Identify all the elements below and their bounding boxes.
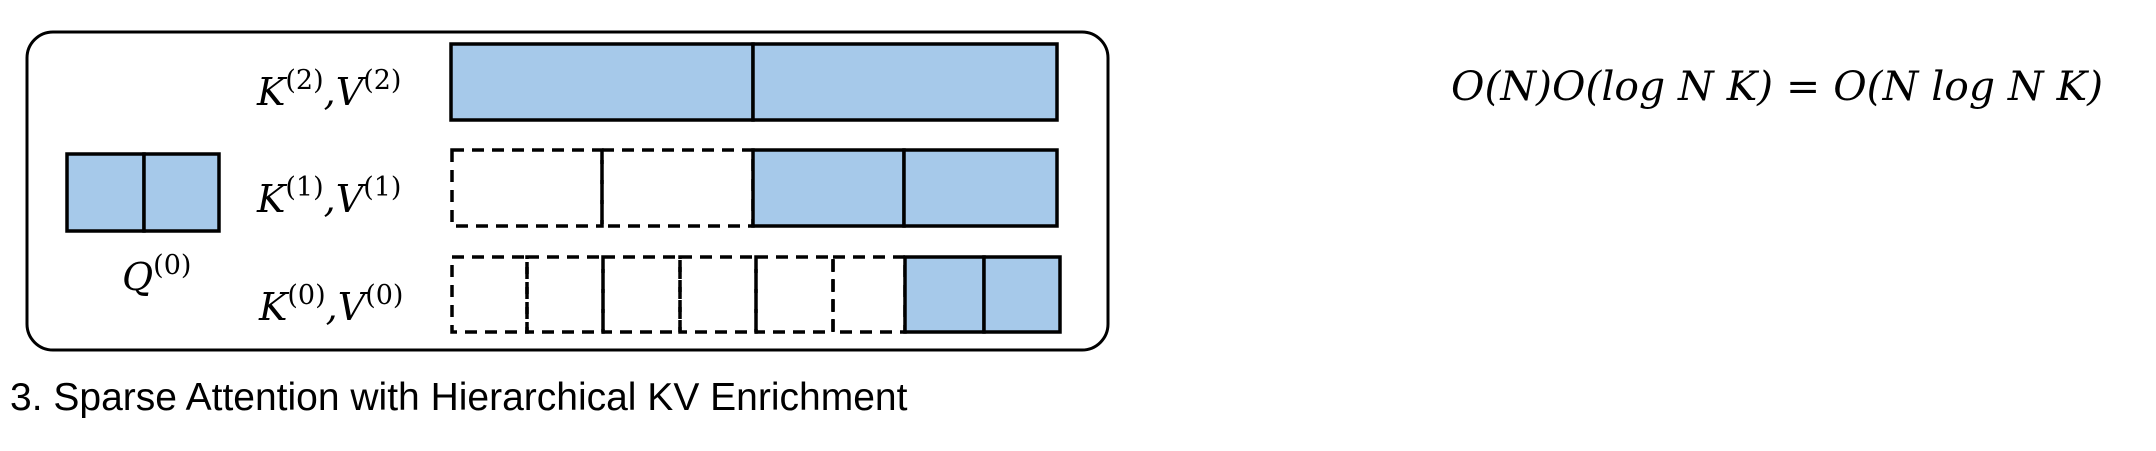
kv-level-0-label: K(0),V(0)	[258, 280, 403, 329]
caption: 3. Sparse Attention with Hierarchical KV…	[10, 376, 908, 419]
query-label: Q(0)	[122, 250, 191, 299]
kv-empty-block	[678, 255, 758, 334]
kv-filled-block	[902, 148, 1059, 228]
kv-empty-block	[600, 148, 755, 228]
kv-level-0	[450, 255, 1062, 334]
query-cell	[142, 152, 221, 233]
kv-level-2-label: K(2),V(2)	[256, 65, 401, 114]
kv-filled-block	[449, 42, 755, 122]
kv-filled-block	[751, 42, 1059, 122]
query-block	[65, 152, 221, 233]
kv-empty-block	[450, 255, 529, 334]
kv-empty-block	[525, 255, 605, 334]
kv-filled-block	[903, 255, 986, 334]
kv-filled-block	[982, 255, 1062, 334]
kv-level-1-label: K(1),V(1)	[256, 172, 401, 221]
kv-level-2	[449, 42, 1059, 122]
kv-filled-block	[751, 148, 906, 228]
complexity-formula: O(N)O(log N K) = O(N log N K)	[1451, 64, 2103, 110]
query-cell	[65, 152, 146, 233]
kv-empty-block	[601, 255, 682, 334]
kv-empty-block	[831, 255, 907, 334]
kv-empty-block	[754, 255, 835, 334]
outer-frame	[25, 30, 1110, 352]
kv-empty-block	[450, 148, 604, 228]
kv-level-1	[450, 148, 1059, 228]
